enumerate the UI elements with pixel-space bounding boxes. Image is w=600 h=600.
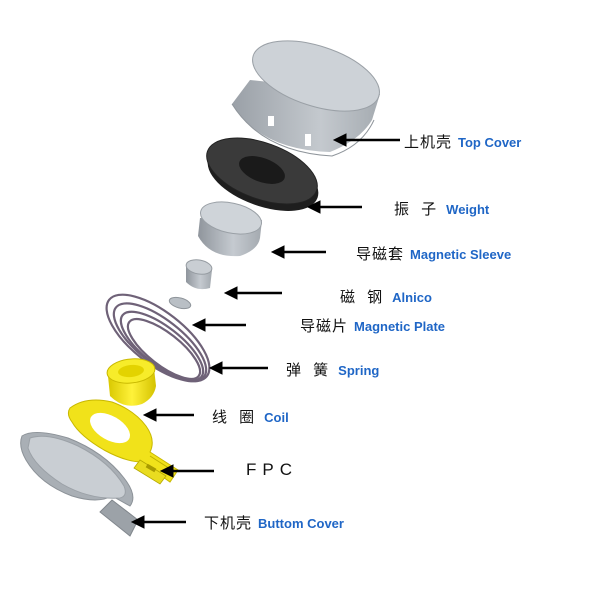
magnetic-plate-part — [168, 296, 192, 310]
label-top-cover: 上机壳 Top Cover — [404, 131, 521, 152]
arrow-weight — [306, 200, 362, 214]
label-alnico: 磁 钢 Alnico — [340, 286, 432, 307]
label-coil-en: Coil — [264, 410, 289, 425]
pointer-arrows — [130, 133, 400, 529]
arrow-bottom-cover — [130, 515, 186, 529]
label-magnetic-plate-cn: 导磁片 — [300, 318, 349, 335]
label-top-cover-en: Top Cover — [458, 135, 522, 150]
label-weight-cn: 振 子 — [394, 201, 441, 218]
magnetic-sleeve-part — [198, 201, 262, 257]
label-magnetic-sleeve: 导磁套 Magnetic Sleeve — [356, 243, 511, 264]
label-magnetic-plate: 导磁片 Magnetic Plate — [300, 315, 445, 336]
label-fpc-cn: FPC — [246, 460, 298, 479]
arrow-alnico — [223, 286, 282, 300]
spring-part — [105, 293, 211, 383]
fpc-part — [133, 459, 167, 485]
label-coil-cn: 线 圈 — [212, 409, 259, 426]
label-bottom-cover-en: Buttom Cover — [258, 516, 344, 531]
label-bottom-cover: 下机壳 Buttom Cover — [204, 512, 344, 533]
label-bottom-cover-cn: 下机壳 — [204, 515, 253, 532]
label-magnetic-sleeve-cn: 导磁套 — [356, 246, 405, 263]
label-spring: 弹 簧 Spring — [286, 359, 379, 380]
label-magnetic-sleeve-en: Magnetic Sleeve — [410, 247, 512, 262]
arrow-coil — [142, 408, 194, 422]
label-weight-en: Weight — [446, 202, 490, 217]
label-spring-cn: 弹 簧 — [286, 362, 333, 379]
label-fpc: FPC — [246, 460, 298, 480]
label-spring-en: Spring — [338, 363, 380, 378]
arrow-top-cover — [332, 133, 400, 147]
label-weight: 振 子 Weight — [394, 198, 489, 219]
arrow-magnetic-sleeve — [270, 245, 326, 259]
label-alnico-en: Alnico — [392, 290, 432, 305]
arrow-fpc — [159, 464, 214, 478]
top-cover-part — [231, 40, 380, 157]
label-alnico-cn: 磁 钢 — [340, 289, 387, 306]
bottom-cover-part — [20, 432, 139, 537]
label-magnetic-plate-en: Magnetic Plate — [354, 319, 446, 334]
coil-part — [67, 399, 179, 483]
label-top-cover-cn: 上机壳 — [404, 134, 453, 151]
alnico-part — [185, 259, 213, 290]
yellow-ring-part — [106, 358, 156, 406]
label-coil: 线 圈 Coil — [212, 406, 289, 427]
arrow-spring — [208, 361, 268, 375]
weight-part — [206, 137, 319, 211]
arrow-magnetic-plate — [191, 318, 246, 332]
